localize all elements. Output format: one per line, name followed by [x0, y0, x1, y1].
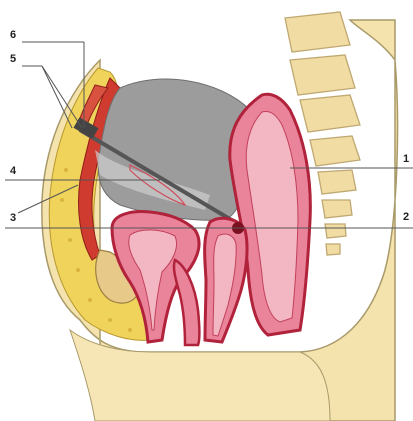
label-2: 2 — [403, 211, 409, 223]
thigh-region — [70, 330, 330, 421]
label-6: 6 — [10, 29, 16, 41]
label-5: 5 — [10, 53, 16, 65]
label-4: 4 — [10, 165, 17, 177]
label-1: 1 — [403, 153, 409, 165]
leader-line-5b — [42, 66, 72, 128]
label-3: 3 — [10, 212, 16, 224]
vaginal-canal — [174, 260, 200, 345]
